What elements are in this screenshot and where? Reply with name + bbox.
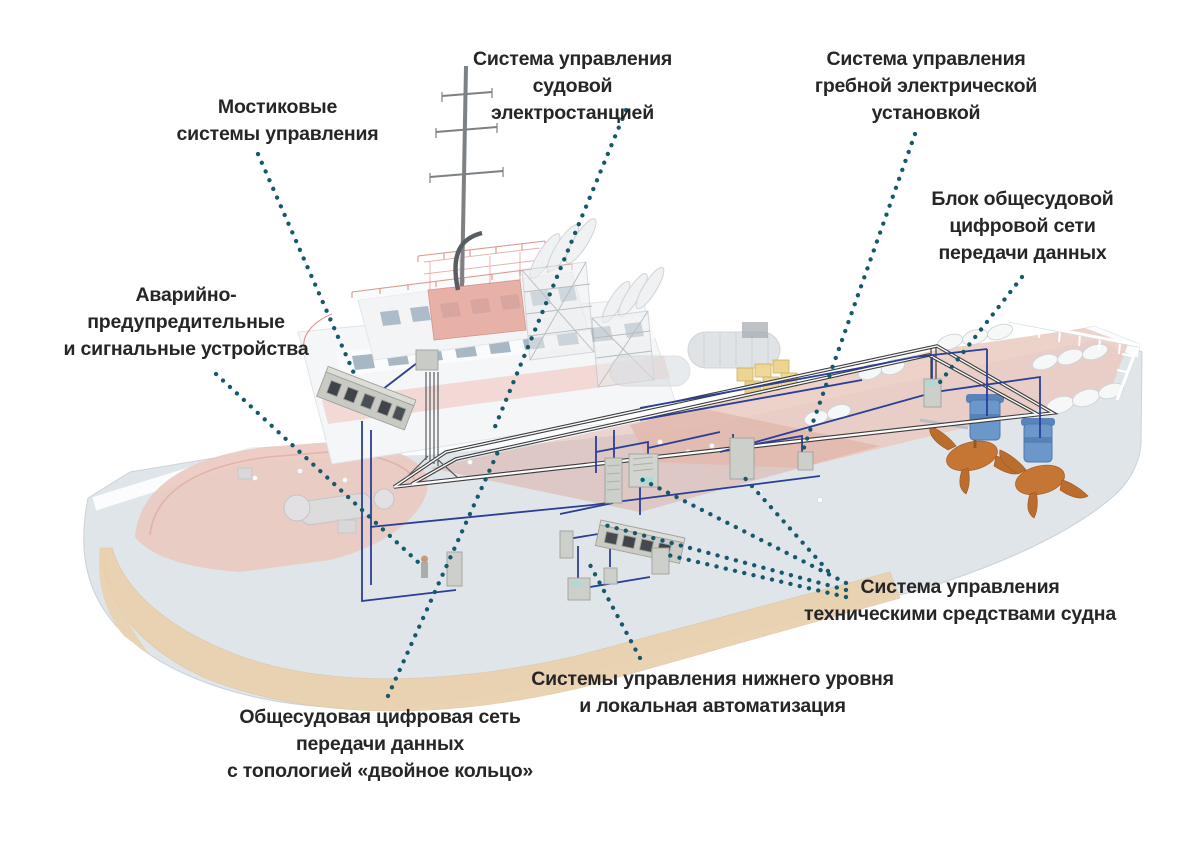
leader-network-block xyxy=(934,274,1025,389)
label-ring-network: Общесудовая цифровая сеть передачи данны… xyxy=(226,706,534,782)
bow-deck xyxy=(135,441,428,572)
ship-body xyxy=(83,65,1143,712)
leader-lines xyxy=(213,107,1025,699)
label-lower-level: Системы управления нижнего уровня и лока… xyxy=(531,668,894,717)
deck-cylinders xyxy=(803,323,1125,426)
aft-deck xyxy=(630,328,1128,468)
label-network-block: Блок общесудовой цифровой сети передачи … xyxy=(931,188,1114,264)
leader-alarm xyxy=(213,371,422,566)
cabinet xyxy=(651,547,670,575)
engine-machinery xyxy=(609,322,781,387)
leader-technical-3 xyxy=(665,552,849,600)
label-bridge-systems: Мостиковые системы управления xyxy=(176,96,379,145)
bow-winch xyxy=(237,467,395,534)
equipment-cabinets xyxy=(316,349,942,601)
cabinet-small xyxy=(603,567,618,585)
bow-deck-rim xyxy=(149,450,418,536)
cabinet-small xyxy=(797,451,814,471)
label-technical-means: Система управления техническими средства… xyxy=(803,576,1116,625)
crew-figure xyxy=(421,555,428,578)
mast xyxy=(429,65,504,291)
leader-ring-network xyxy=(385,442,504,699)
hull-underwater xyxy=(99,547,901,712)
bow-underwater xyxy=(99,548,150,655)
exhaust-stacks xyxy=(521,218,665,388)
stern-fence xyxy=(1007,318,1141,401)
cabinet xyxy=(446,551,463,587)
leader-lower-level xyxy=(586,560,643,661)
cabinet-tall xyxy=(729,437,755,480)
double-ring-network xyxy=(392,344,1059,489)
leader-technical-4 xyxy=(740,473,831,574)
bridge-console xyxy=(316,365,417,431)
label-power-plant: Система управления судовой электростанци… xyxy=(472,48,673,124)
label-alarm-devices: Аварийно- предупредительные и сигнальные… xyxy=(63,284,309,360)
ring-double-line-gap xyxy=(393,345,1056,488)
junction-box xyxy=(415,349,439,371)
funnel-casing xyxy=(427,279,527,341)
funnel-lattice xyxy=(423,247,541,290)
leader-propulsion xyxy=(798,131,918,459)
leader-power-plant xyxy=(489,107,629,437)
label-propulsion: Система управления гребной электрической… xyxy=(814,48,1038,124)
cabinet xyxy=(559,530,574,559)
server-rack xyxy=(604,457,623,504)
leader-bridge xyxy=(255,151,359,381)
leader-technical-1 xyxy=(634,474,849,586)
